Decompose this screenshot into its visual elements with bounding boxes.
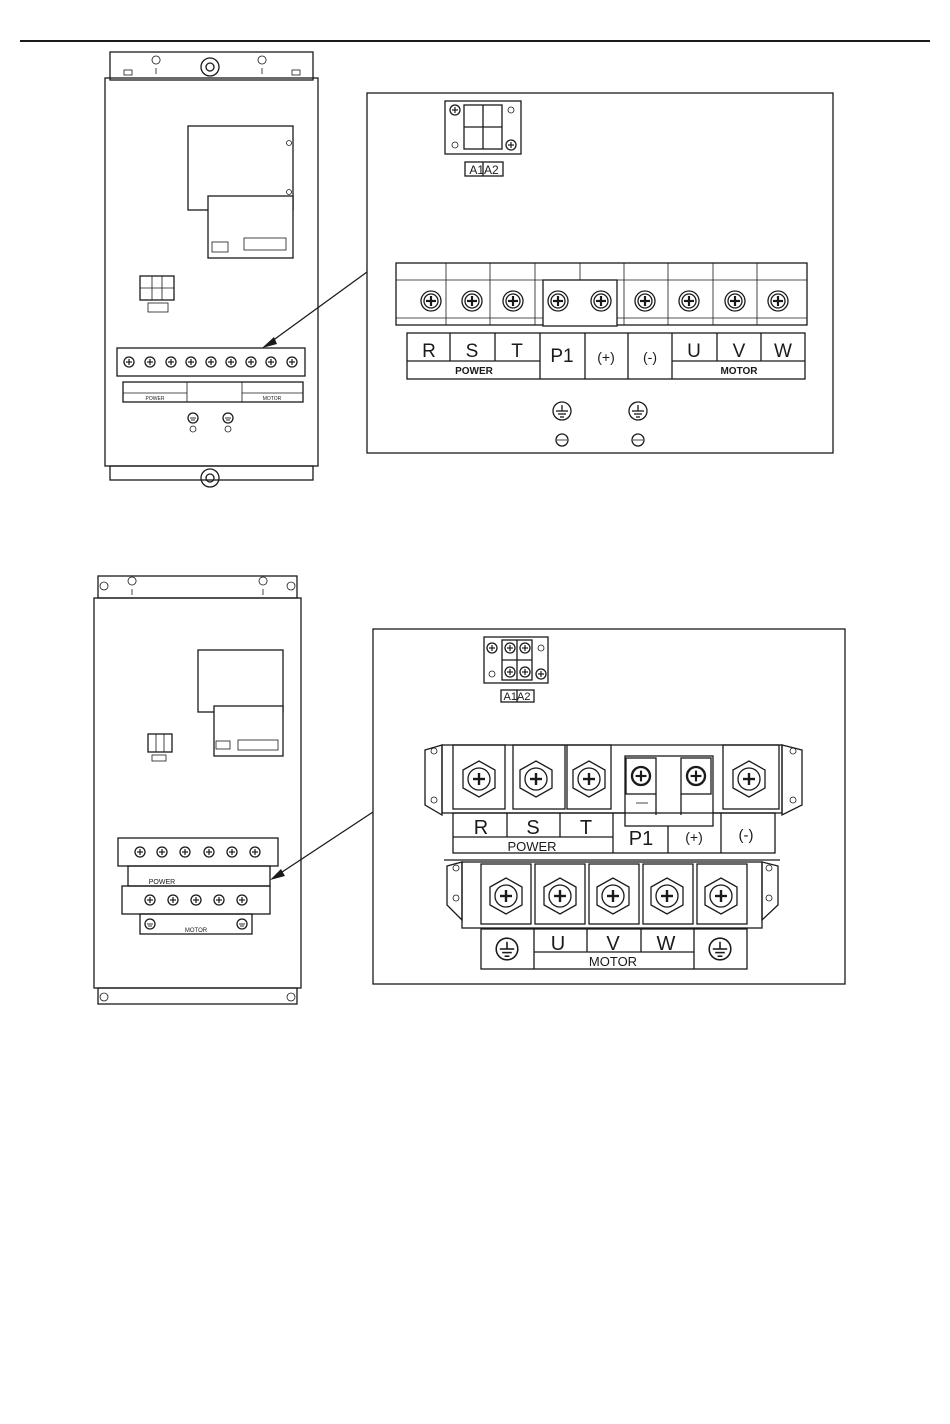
power-group-label: POWER bbox=[455, 366, 494, 377]
jumper-label: A1A2 bbox=[504, 691, 531, 703]
terminal-detail-1: A1A2 R S T P1 (+) (-) U V bbox=[367, 93, 833, 453]
terminal-label-v: V bbox=[606, 933, 620, 955]
svg-text:POWER: POWER bbox=[146, 396, 165, 402]
svg-text:MOTOR: MOTOR bbox=[185, 928, 208, 934]
terminal-label-plus: (+) bbox=[685, 829, 703, 845]
inverter-outline-1: POWER MOTOR bbox=[0, 0, 367, 487]
terminal-label-plus: (+) bbox=[597, 349, 615, 365]
motor-group-label: MOTOR bbox=[589, 954, 637, 969]
terminal-label-minus: (-) bbox=[643, 349, 657, 365]
terminal-label-minus: (-) bbox=[739, 827, 754, 844]
svg-text:MOTOR: MOTOR bbox=[263, 396, 282, 402]
terminal-label-u: U bbox=[551, 933, 565, 955]
terminal-label-p1: P1 bbox=[550, 346, 573, 367]
terminal-label-w: W bbox=[774, 341, 792, 362]
power-group-label: POWER bbox=[507, 839, 556, 854]
terminal-label-r: R bbox=[422, 341, 436, 362]
terminal-label-u: U bbox=[687, 341, 701, 362]
terminal-label-p1: P1 bbox=[629, 828, 653, 850]
terminal-label-v: V bbox=[733, 341, 746, 362]
terminal-label-s: S bbox=[526, 817, 539, 839]
terminal-label-s: S bbox=[466, 341, 479, 362]
terminal-detail-2: A1A2 R S T P1 (+) (- bbox=[373, 629, 845, 984]
jumper-label: A1A2 bbox=[469, 163, 499, 177]
terminal-label-r: R bbox=[474, 817, 488, 839]
terminal-label-t: T bbox=[580, 817, 592, 839]
svg-text:POWER: POWER bbox=[149, 879, 175, 886]
inverter-outline-2: POWER MOTOR bbox=[94, 576, 373, 1004]
terminal-label-t: T bbox=[511, 341, 523, 362]
motor-group-label: MOTOR bbox=[720, 366, 758, 377]
terminal-label-w: W bbox=[657, 933, 676, 955]
